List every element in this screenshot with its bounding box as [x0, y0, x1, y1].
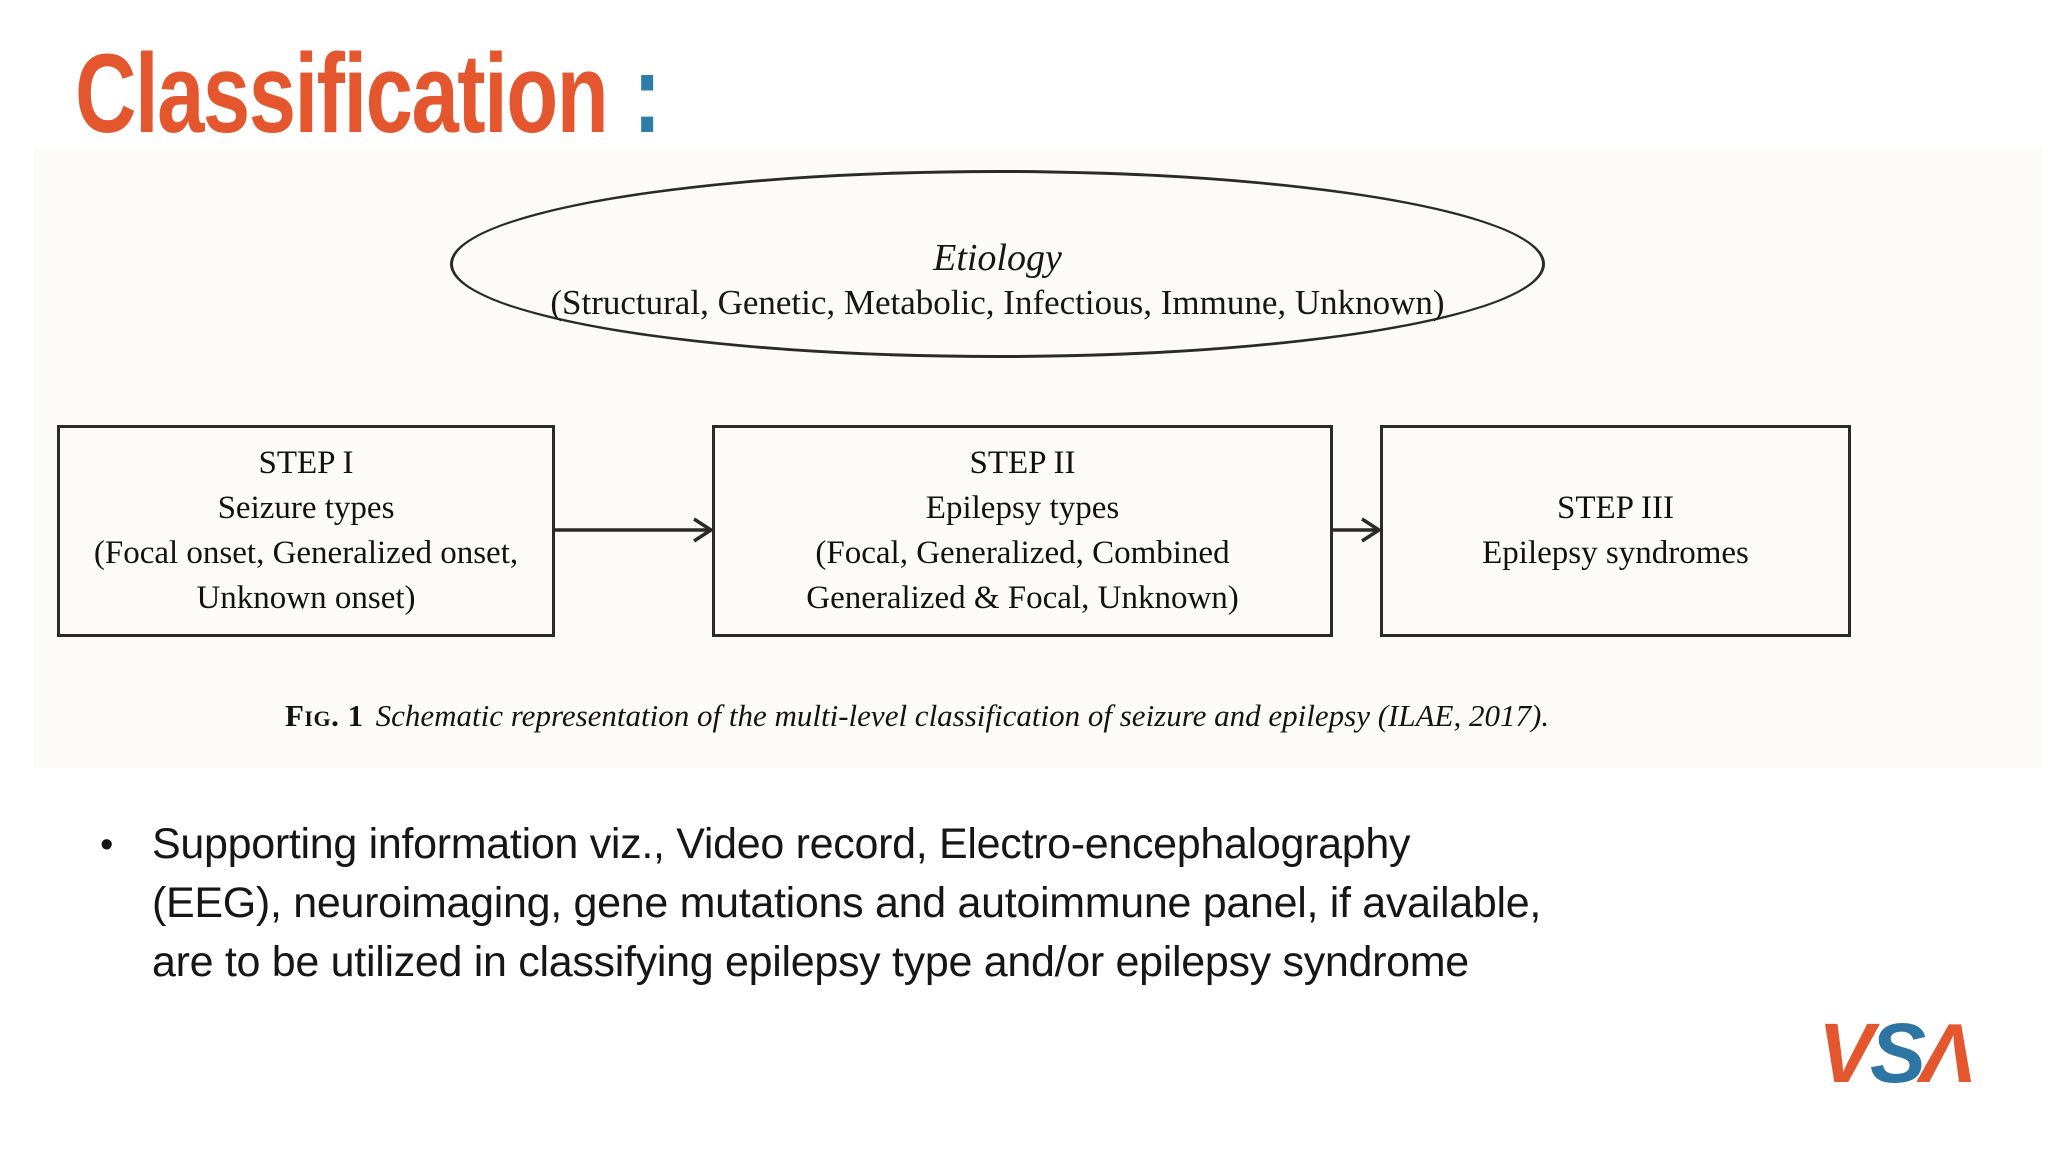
step1-box: STEP I Seizure types (Focal onset, Gener…: [57, 425, 555, 637]
figure-caption-label: Fig. 1: [285, 698, 364, 733]
vsa-logo: VSΛ: [1818, 1006, 1976, 1100]
arrow-step2-to-step3: [1331, 517, 1383, 543]
bullet-text: Supporting information viz., Video recor…: [152, 820, 1541, 986]
logo-letter-v: V: [1818, 1006, 1874, 1100]
figure-area: Etiology (Structural, Genetic, Metabolic…: [34, 148, 2042, 768]
arrow-step1-to-step2: [552, 517, 715, 543]
bullet-marker: •: [100, 824, 114, 866]
etiology-subtitle: (Structural, Genetic, Metabolic, Infecti…: [550, 283, 1445, 322]
page-title-colon: :: [633, 31, 661, 156]
bullet-item: • Supporting information viz., Video rec…: [100, 815, 1541, 992]
logo-letter-s: S: [1870, 1006, 1926, 1100]
step3-box: STEP III Epilepsy syndromes: [1380, 425, 1851, 637]
page-title-text: Classification: [75, 31, 609, 156]
etiology-ellipse: Etiology (Structural, Genetic, Metabolic…: [450, 170, 1545, 358]
figure-caption-text: Schematic representation of the multi-le…: [375, 698, 1550, 733]
logo-letter-a: Λ: [1920, 1006, 1976, 1100]
page-title: Classification:: [75, 31, 661, 156]
figure-caption: Fig. 1 Schematic representation of the mu…: [285, 698, 1549, 734]
etiology-title: Etiology: [933, 237, 1062, 279]
step2-box: STEP II Epilepsy types (Focal, Generaliz…: [712, 425, 1333, 637]
